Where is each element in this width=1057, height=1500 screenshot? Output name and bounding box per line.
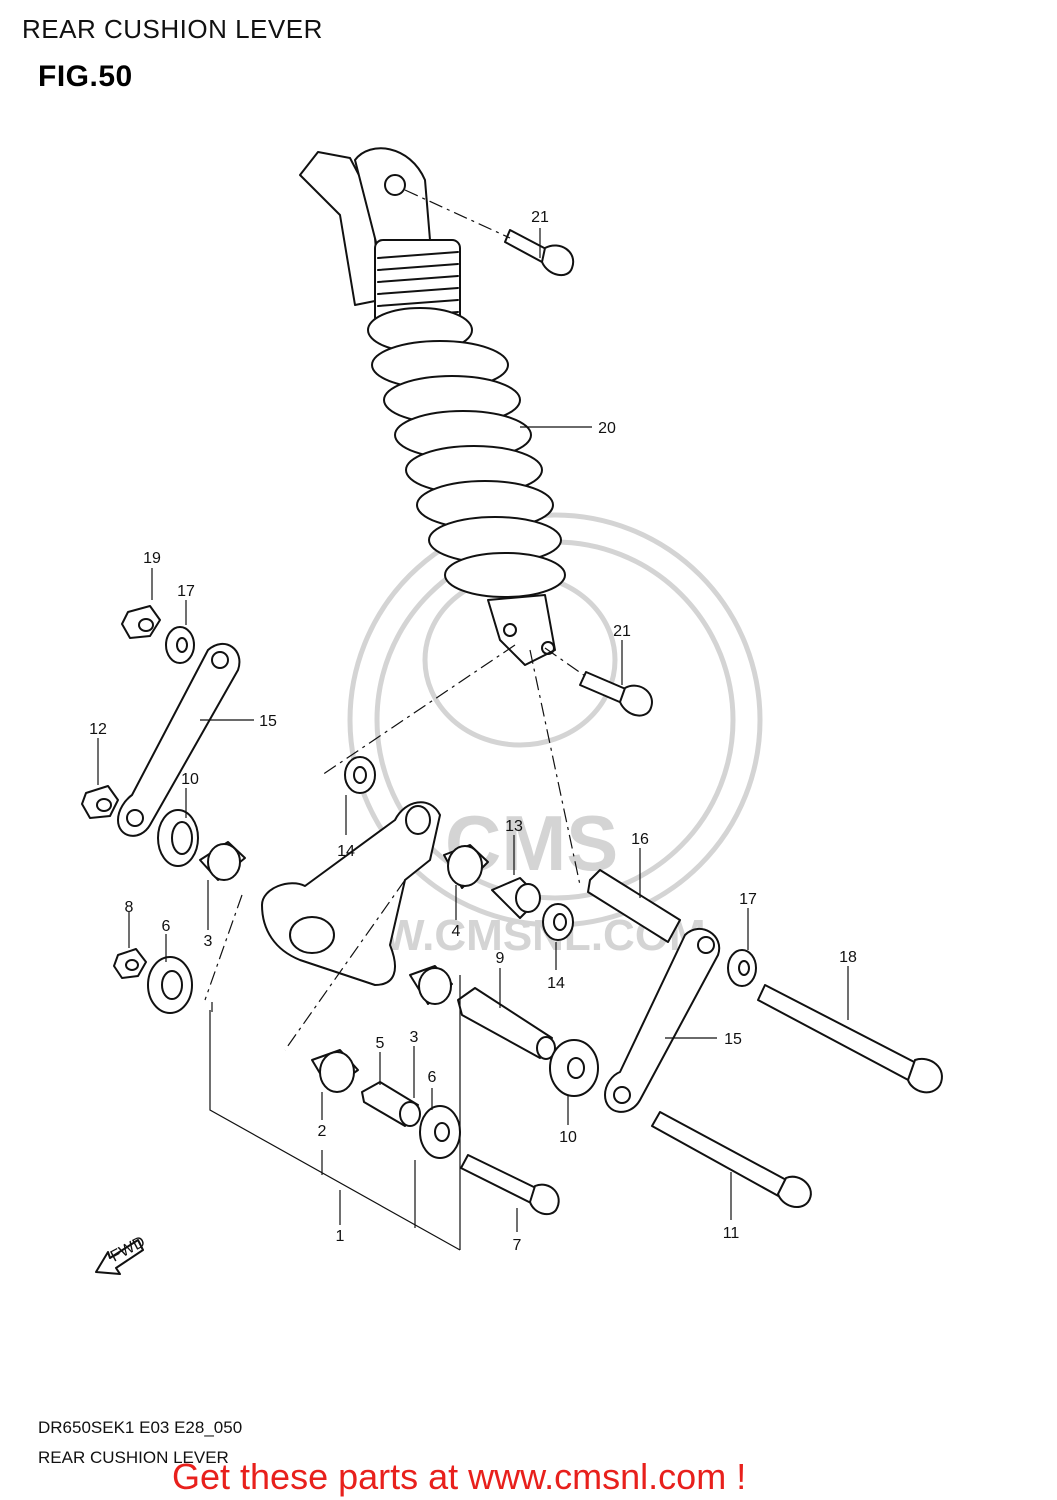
- callout-3-upper: 3: [204, 933, 213, 950]
- rear-shock-absorber: [299, 147, 566, 666]
- callout-21-lower: 21: [613, 623, 631, 640]
- bearing-2: [311, 1049, 359, 1093]
- callout-16: 16: [631, 831, 649, 848]
- bearing-4: [443, 844, 489, 889]
- bearing-3-upper: [199, 841, 246, 881]
- spacer-16: [587, 869, 681, 943]
- cushion-lever: [261, 801, 441, 986]
- callout-15-right: 15: [724, 1031, 742, 1048]
- right-tie-rod: [604, 928, 721, 1113]
- spacer-13: [491, 877, 541, 919]
- callout-10-left: 10: [181, 771, 199, 788]
- callout-18: 18: [839, 949, 857, 966]
- bolt-11: [651, 1111, 812, 1209]
- callout-11: 11: [723, 1225, 740, 1242]
- callout-12: 12: [89, 721, 107, 738]
- callout-19: 19: [143, 550, 161, 567]
- callout-15-left: 15: [259, 713, 277, 730]
- callout-17-left: 17: [177, 583, 195, 600]
- footer-title: REAR CUSHION LEVER: [38, 1448, 229, 1467]
- page-header-title: REAR CUSHION LEVER: [22, 14, 323, 44]
- callout-3-lower: 3: [410, 1029, 419, 1046]
- callout-4: 4: [452, 923, 461, 940]
- diagram-code: DR650SEK1 E03 E28_050: [38, 1418, 243, 1437]
- callout-6-right: 6: [428, 1069, 437, 1086]
- callout-9: 9: [496, 950, 505, 967]
- callout-20: 20: [598, 420, 616, 437]
- collar-5: [361, 1081, 421, 1127]
- callout-8: 8: [125, 899, 134, 916]
- callout-5: 5: [376, 1035, 385, 1052]
- nut-12: [81, 785, 119, 819]
- washer-17-left: [165, 626, 195, 664]
- nut-19: [121, 605, 161, 639]
- callout-leaders: [97, 228, 849, 1232]
- callout-14-lower: 14: [547, 975, 565, 992]
- assembly-1-bracket: [209, 975, 461, 1251]
- seal-10-left: [157, 809, 199, 867]
- bolt-7: [460, 1154, 560, 1216]
- washer-17-right: [727, 949, 757, 987]
- bearing-3-lower: [409, 965, 453, 1005]
- seal-14-lower: [542, 903, 574, 941]
- callout-21-upper: 21: [531, 209, 549, 226]
- cta-link-text[interactable]: Get these parts at www.cmsnl.com !: [172, 1456, 747, 1497]
- left-tie-rod: [117, 643, 241, 837]
- callout-10-right: 10: [559, 1129, 577, 1146]
- callout-13: 13: [505, 818, 523, 835]
- lower-shock-bolt: [579, 671, 653, 717]
- figure-label: FIG.50: [38, 60, 133, 93]
- bolt-18: [757, 984, 943, 1094]
- washer-6-right: [419, 1105, 461, 1159]
- callout-6-left: 6: [162, 918, 171, 935]
- seal-14-upper: [344, 756, 376, 794]
- callout-17-right: 17: [739, 891, 757, 908]
- seal-10-right: [549, 1039, 599, 1097]
- callout-14-upper: 14: [337, 843, 355, 860]
- assembly-reference-lines: [204, 189, 589, 1051]
- callout-1: 1: [336, 1228, 345, 1245]
- callout-2: 2: [318, 1123, 327, 1140]
- collar-9: [457, 987, 556, 1060]
- nut-8: [113, 948, 147, 979]
- forward-direction-arrow: FWD: [95, 1233, 148, 1275]
- washer-6-left: [147, 956, 193, 1014]
- callout-7: 7: [513, 1237, 522, 1254]
- callout-numbers: 21 20 19 17 21 15 12 10 14 13 16 17 8 6 …: [89, 209, 857, 1254]
- upper-shock-bolt: [504, 229, 575, 277]
